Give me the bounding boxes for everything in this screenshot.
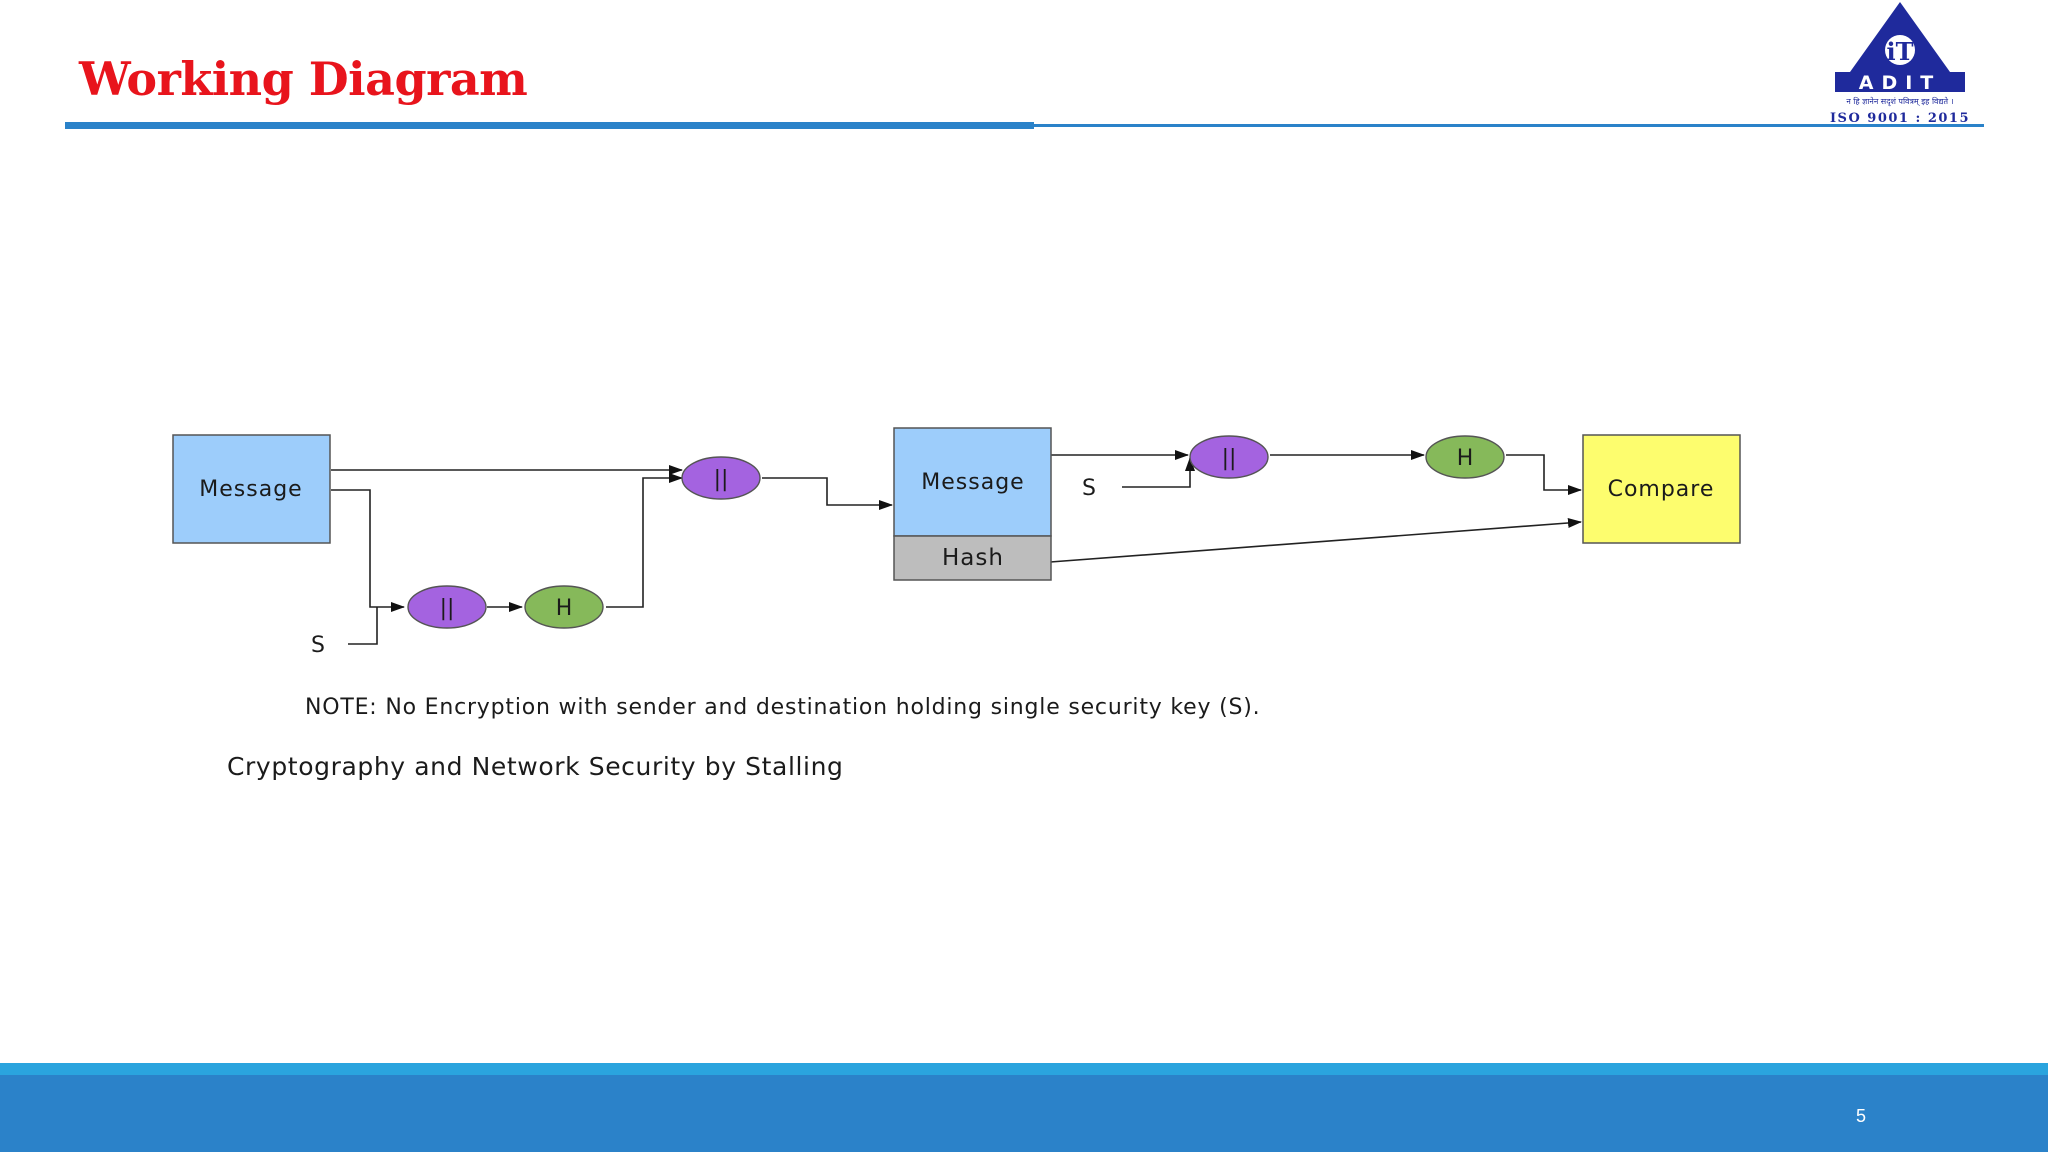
sender-concat-node <box>407 585 487 629</box>
line-message-down <box>331 489 405 612</box>
sender-concat2-label: || <box>714 467 729 492</box>
logo-emblem-circle <box>1885 35 1915 65</box>
receiver-concat-node <box>1189 435 1269 479</box>
sender-message-label: Message <box>199 477 302 502</box>
line-hash-to-concat2 <box>606 473 683 608</box>
receiver-concat-label: || <box>1222 446 1237 471</box>
receiver-hash-node <box>1425 435 1505 479</box>
logo-tagline: न हि ज्ञानेन सदृशं पवित्रम् इह विद्यते । <box>1846 96 1953 107</box>
logo-certification: ISO 9001 : 2015 <box>1830 111 1970 126</box>
logo-name: ADIT <box>1859 72 1942 94</box>
page-number: 5 <box>1856 1106 1867 1126</box>
title-underline-thin <box>1034 124 1984 127</box>
adit-logo: iT ADIT न हि ज्ञानेन सदृशं पवित्रम् इह व… <box>1830 2 1970 126</box>
packet-message-label: Message <box>921 470 1024 495</box>
title-underline-thick <box>65 122 1034 129</box>
arrow-concat2-to-packet <box>762 477 893 510</box>
arrow-hash-to-compare <box>1036 517 1582 564</box>
diagram-note: NOTE: No Encryption with sender and dest… <box>305 695 1261 720</box>
line-key-s-up <box>348 607 378 645</box>
receiver-key-label: S <box>1082 476 1096 501</box>
packet-hash-label: Hash <box>942 545 1004 571</box>
sender-hash-label: H <box>556 596 573 621</box>
footer-accent-stripe <box>0 1063 2048 1075</box>
logo-emblem-letters: iT <box>1887 37 1914 66</box>
sender-concat2-node <box>681 456 761 500</box>
footer-bar <box>0 1075 2048 1152</box>
arrow-rx-hash-to-compare <box>1506 454 1582 495</box>
sender-message-box <box>172 434 331 544</box>
packet-hash-box <box>893 535 1052 581</box>
line-rx-key-s <box>1122 457 1195 488</box>
logo-name-band <box>1835 72 1965 92</box>
slide-title: Working Diagram <box>79 52 528 106</box>
compare-label: Compare <box>1608 477 1715 502</box>
connectors <box>331 450 1582 645</box>
sender-concat-label: || <box>440 596 455 621</box>
sender-hash-node <box>524 585 604 629</box>
sender-key-label: S <box>311 633 325 658</box>
receiver-hash-label: H <box>1457 446 1474 471</box>
compare-box <box>1582 434 1741 544</box>
packet-message-box <box>893 427 1052 537</box>
diagram-citation: Cryptography and Network Security by Sta… <box>227 752 844 781</box>
